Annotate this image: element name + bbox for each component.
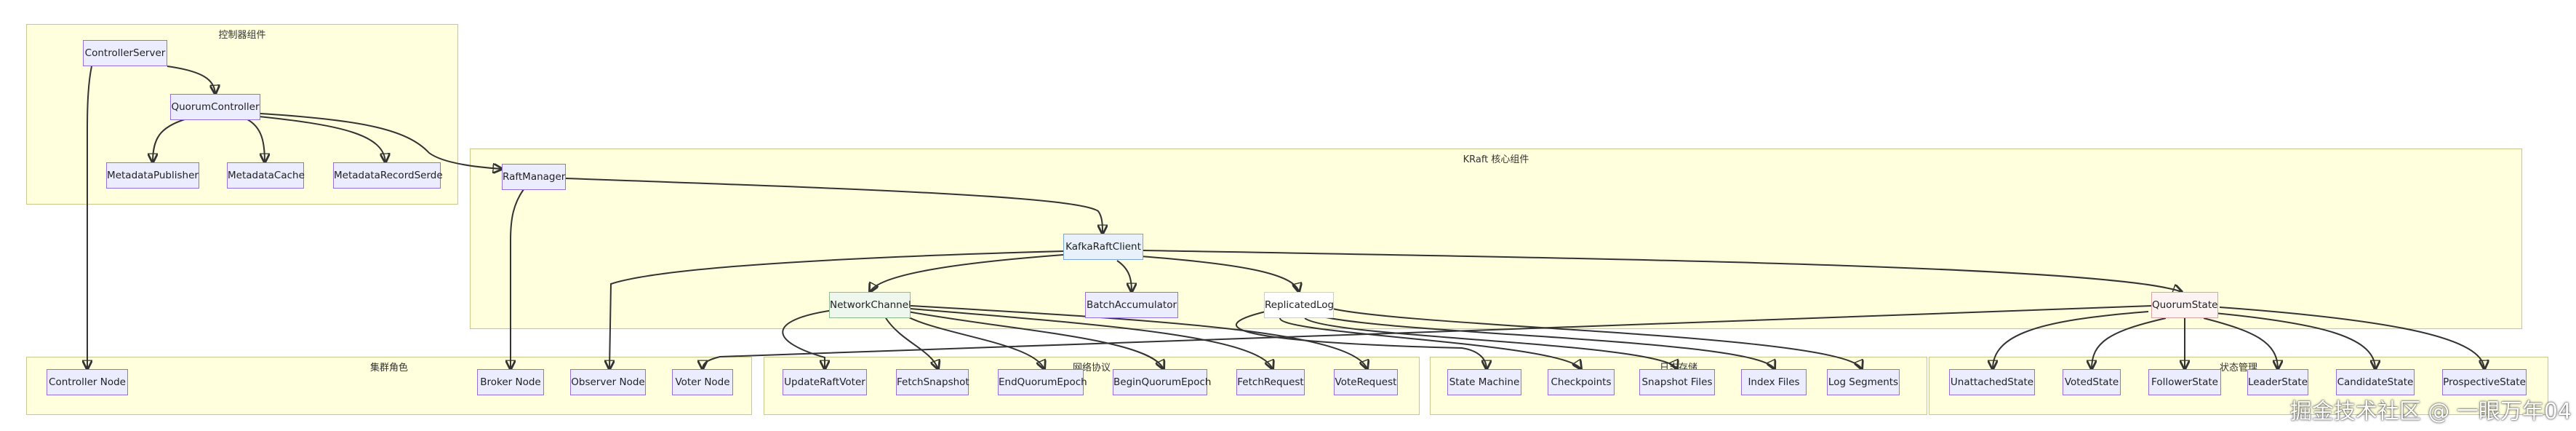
- edge-network-fetchrequest: [910, 308, 1273, 369]
- edge-log-indexfiles: [1313, 314, 1775, 369]
- cluster-network-protocol: 网络协议: [764, 357, 1420, 415]
- edge-network-updateraftvoter: [782, 309, 834, 369]
- node-observer-role[interactable]: Observer Node: [570, 369, 646, 395]
- edge-raftmanager-kafkaraftclient: [565, 178, 1103, 234]
- edge-log-statemachine: [1236, 311, 1487, 369]
- node-fetch-snapshot[interactable]: FetchSnapshot: [896, 369, 969, 395]
- node-index-files[interactable]: Index Files: [1741, 369, 1807, 395]
- edge-quorumcontroller-cache: [247, 119, 265, 162]
- edge-raftmanager-brokernode: [511, 189, 524, 369]
- node-metadata-record-serde[interactable]: MetadataRecordSerde: [333, 162, 443, 189]
- edge-network-endquorumepoch: [903, 314, 1044, 369]
- node-quorum-controller[interactable]: QuorumController: [170, 94, 260, 120]
- edge-client-observernode: [609, 250, 1064, 369]
- node-unattached-state[interactable]: UnattachedState: [1949, 369, 2035, 395]
- cluster-title-controller: 控制器组件: [218, 30, 266, 41]
- edge-network-fetchsnapshot: [885, 317, 938, 369]
- node-quorum-state[interactable]: QuorumState: [2151, 292, 2218, 318]
- node-network-channel[interactable]: NetworkChannel: [829, 292, 911, 318]
- cluster-title-kraft: KRaft 核心组件: [1463, 154, 1529, 165]
- edge-quorumstate-candidate: [2215, 312, 2375, 369]
- node-raft-manager[interactable]: RaftManager: [502, 164, 566, 190]
- node-snapshot-files[interactable]: Snapshot Files: [1639, 369, 1715, 395]
- edge-quorumstate-unattached: [1993, 311, 2149, 369]
- node-kafka-raft-client[interactable]: KafkaRaftClient: [1063, 234, 1143, 260]
- edge-controllerserver-quorumcontroller: [167, 66, 215, 94]
- node-leader-state[interactable]: LeaderState: [2247, 369, 2308, 395]
- cluster-title-roles: 集群角色: [369, 363, 408, 373]
- edge-quorumcontroller-publisher: [153, 119, 185, 162]
- node-batch-accumulator[interactable]: BatchAccumulator: [1085, 292, 1178, 318]
- edge-client-networkchannel: [870, 254, 1064, 292]
- edge-quorumcontroller-serde: [258, 116, 385, 162]
- node-controller-server[interactable]: ControllerServer: [83, 40, 167, 66]
- node-update-raft-voter[interactable]: UpdateRaftVoter: [783, 369, 867, 395]
- node-end-quorum-epoch[interactable]: EndQuorumEpoch: [998, 369, 1087, 395]
- node-metadata-publisher[interactable]: MetadataPublisher: [106, 162, 199, 189]
- node-broker-role[interactable]: Broker Node: [477, 369, 544, 395]
- edge-log-checkpoints: [1279, 317, 1581, 369]
- edge-controllerserver-controllernode: [87, 66, 92, 369]
- edge-client-replicatedlog: [1140, 256, 1299, 292]
- node-voted-state[interactable]: VotedState: [2063, 369, 2121, 395]
- edge-network-beginquorumepoch: [907, 311, 1164, 369]
- edge-log-snapshotfiles: [1304, 317, 1677, 369]
- node-begin-quorum-epoch[interactable]: BeginQuorumEpoch: [1113, 369, 1211, 395]
- node-fetch-request[interactable]: FetchRequest: [1236, 369, 1305, 395]
- node-prospective-state[interactable]: ProspectiveState: [2442, 369, 2527, 395]
- node-voter-role[interactable]: Voter Node: [672, 369, 733, 395]
- edge-quorumstate-leader: [2203, 317, 2278, 369]
- node-candidate-state[interactable]: CandidateState: [2336, 369, 2415, 395]
- edge-quorumstate-prospective: [2219, 307, 2484, 369]
- watermark-text: 掘金技术社区 @ 一眼万年04: [2289, 399, 2572, 424]
- edge-quorumstate-voternode: [703, 305, 2153, 369]
- edge-client-batchaccumulator: [1116, 260, 1132, 292]
- edge-quorumcontroller-raftmanager: [260, 113, 502, 169]
- node-replicated-log[interactable]: ReplicatedLog: [1264, 292, 1334, 318]
- node-controller-role[interactable]: Controller Node: [47, 369, 128, 395]
- node-checkpoints[interactable]: Checkpoints: [1548, 369, 1615, 395]
- edge-quorumstate-voted: [2092, 317, 2167, 369]
- node-follower-state[interactable]: FollowerState: [2148, 369, 2221, 395]
- node-log-segments[interactable]: Log Segments: [1827, 369, 1900, 395]
- node-metadata-cache[interactable]: MetadataCache: [227, 162, 305, 189]
- node-state-machine[interactable]: State Machine: [1447, 369, 1521, 395]
- edge-network-voterequest: [910, 305, 1367, 369]
- edge-client-quorumstate: [1143, 250, 2182, 292]
- edge-log-logsegments: [1332, 308, 1862, 369]
- node-vote-request[interactable]: VoteRequest: [1334, 369, 1398, 395]
